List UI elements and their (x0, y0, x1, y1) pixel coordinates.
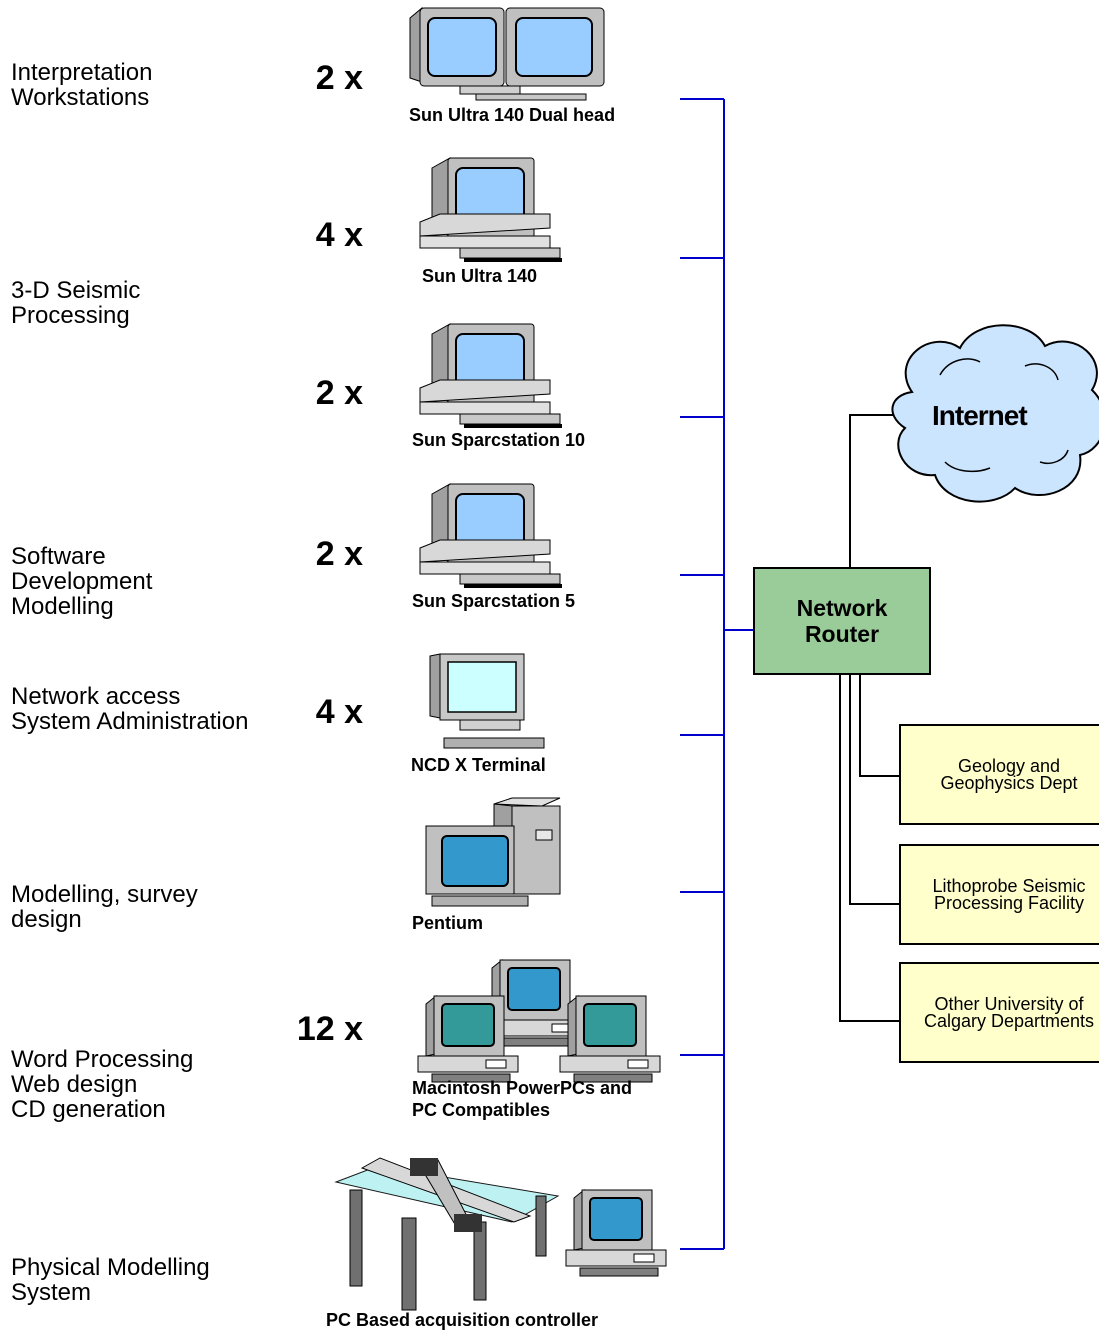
count-sparc5: 2 x (315, 535, 363, 573)
count-ncd: 4 x (315, 693, 363, 731)
caption-sparc10: Sun Sparcstation 10 (412, 430, 586, 450)
purpose-modelling-survey: Modelling, survey design (11, 881, 198, 933)
macintosh-pc-group-icon (417, 959, 661, 1083)
purpose-seismic: 3-D Seismic Processing (11, 277, 141, 329)
caption-macs: Macintosh PowerPCs and PC Compatibles (412, 1078, 633, 1120)
network-backbone (680, 98, 753, 1250)
acquisition-pc-icon (565, 1189, 667, 1277)
dept-lithoprobe: Lithoprobe Seismic Processing Facility (899, 844, 1099, 945)
sparcstation10-icon (419, 323, 563, 429)
network-router: Network Router (753, 567, 931, 675)
dept-other: Other University of Calgary Departments (899, 962, 1099, 1063)
sparcstation5-icon (419, 483, 563, 589)
count-macs: 12 x (296, 1010, 363, 1048)
purpose-physical: Physical Modelling System (11, 1254, 210, 1306)
caption-acquisition: PC Based acquisition controller (326, 1310, 599, 1330)
purpose-network-admin: Network access System Administration (11, 683, 249, 735)
purpose-word-processing: Word Processing Web design CD generation (11, 1046, 194, 1123)
caption-pentium: Pentium (412, 913, 484, 933)
router-links (839, 414, 899, 1022)
internet-cloud-icon (891, 324, 1099, 503)
dual-head-workstation-icon (409, 6, 605, 101)
count-dual-head: 2 x (315, 59, 363, 97)
purpose-interpretation: Interpretation Workstations (11, 59, 153, 111)
physical-modelling-table-icon (334, 1157, 560, 1311)
caption-ultra140: Sun Ultra 140 (422, 266, 538, 286)
sun-ultra140-icon (419, 157, 563, 263)
count-sparc10: 2 x (315, 374, 363, 412)
ncd-terminal-icon (429, 653, 545, 749)
caption-dual-head: Sun Ultra 140 Dual head (409, 105, 616, 125)
count-ultra140: 4 x (315, 216, 363, 254)
pentium-icon (425, 797, 561, 907)
caption-sparc5: Sun Sparcstation 5 (412, 591, 576, 611)
internet-label: Internet (932, 400, 1028, 431)
caption-ncd: NCD X Terminal (411, 755, 546, 775)
dept-geology: Geology and Geophysics Dept (899, 724, 1099, 825)
purpose-software: Software Development Modelling (11, 543, 153, 620)
